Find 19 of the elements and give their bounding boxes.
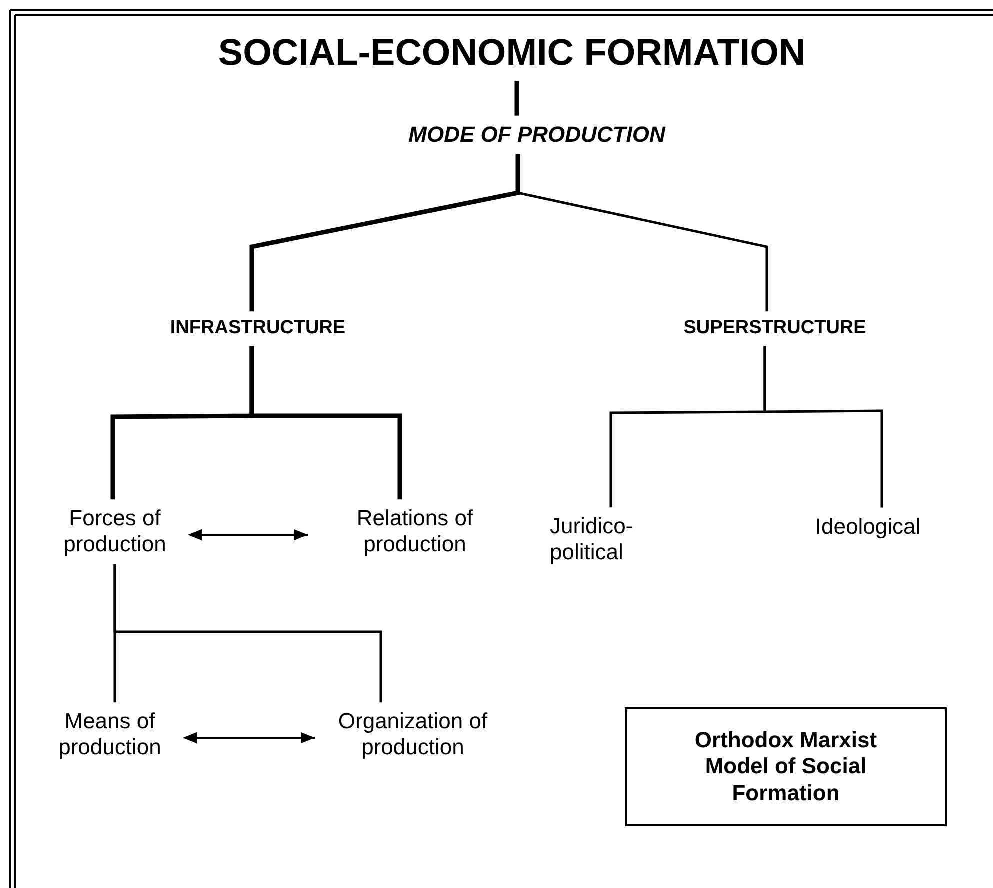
node-label: SUPERSTRUCTURE — [684, 318, 866, 340]
node-label: Ideological — [815, 514, 921, 540]
connector-line — [250, 346, 402, 500]
node-label: INFRASTRUCTURE — [170, 318, 346, 340]
connector-line — [514, 81, 520, 116]
node-label: SOCIAL-ECONOMIC FORMATION — [218, 30, 806, 75]
double-arrow — [188, 529, 308, 541]
node-label: MODE OF PRODUCTION — [408, 122, 666, 148]
double-arrow — [183, 732, 315, 744]
caption-box: Orthodox Marxist Model of Social Formation — [625, 708, 947, 826]
node-label: Organization of production — [337, 708, 489, 762]
node-label: Means of production — [58, 708, 162, 762]
connector-line — [516, 154, 768, 312]
node-label: Forces of production — [62, 506, 168, 558]
connector-line — [250, 154, 520, 312]
connector-line — [114, 564, 382, 703]
node-label: Relations of production — [356, 506, 474, 558]
node-label: Juridico- political — [550, 514, 634, 566]
connector-line — [764, 346, 884, 508]
